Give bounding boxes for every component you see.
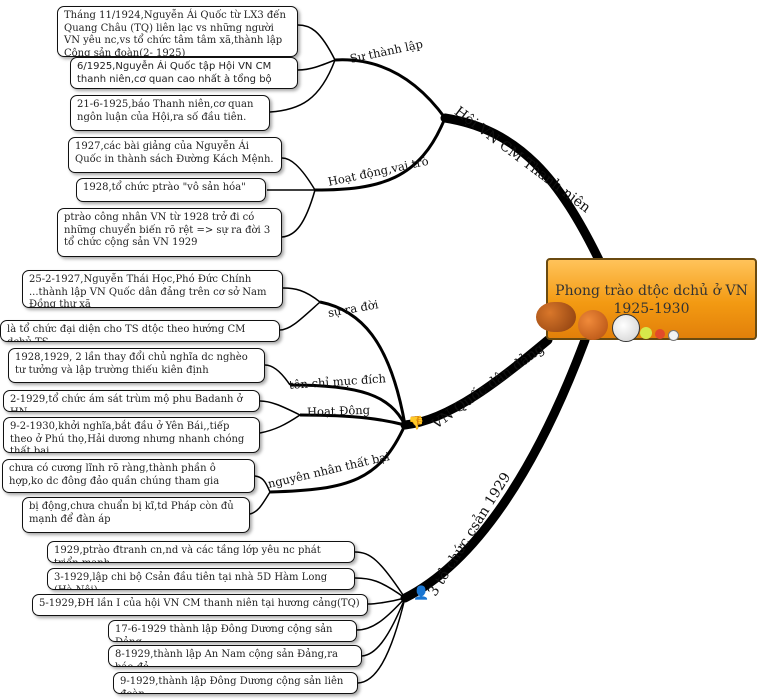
thumbs-down-icon: 👎 (408, 415, 425, 430)
note-box[interactable]: 6/1925,Nguyễn Ái Quốc tập Hội VN CM than… (70, 57, 298, 89)
note-box[interactable]: 9-1929,thành lập Đông Dương cộng sản liê… (113, 672, 358, 694)
note-box[interactable]: ptrào công nhân VN từ 1928 trở đi có nhữ… (57, 208, 282, 257)
soccer-ball-icon (612, 314, 640, 342)
person-icon: 👤 (413, 585, 430, 600)
basketball-icon (578, 310, 608, 340)
small-ball-icon (655, 329, 665, 339)
note-box[interactable]: bị động,chưa chuẩn bị kĩ,td Pháp còn đủ … (22, 497, 250, 533)
note-box[interactable]: Tháng 11/1924,Nguyễn Ái Quốc từ LX3 đến … (57, 6, 298, 57)
note-box[interactable]: 1927,các bài giảng của Nguyễn Ái Quốc in… (68, 137, 282, 173)
note-box[interactable]: 25-2-1927,Nguyễn Thái Học,Phó Đức Chính … (22, 270, 283, 308)
note-box[interactable]: 1928,1929, 2 lần thay đổi chủ nghĩa dc n… (8, 348, 265, 383)
note-box[interactable]: là tổ chức đại diện cho TS dtộc theo hướ… (0, 320, 280, 342)
note-box[interactable]: 1929,ptrào đtranh cn,nd và các tầng lớp … (47, 541, 355, 563)
note-box[interactable]: 3-1929,lập chi bộ Csản đầu tiên tại nhà … (47, 568, 355, 590)
note-box[interactable]: chưa có cương lĩnh rõ ràng,thành phần ô … (2, 459, 255, 493)
central-topic-title: Phong trào dtộc dchủ ở VN 1925-1930 (555, 283, 748, 317)
note-box[interactable]: 21-6-1925,báo Thanh niên,cơ quan ngôn lu… (70, 95, 270, 131)
sports-balls-icon (536, 302, 576, 332)
golf-ball-icon (668, 330, 679, 341)
note-box[interactable]: 17-6-1929 thành lập Đông Dương cộng sản … (108, 620, 357, 642)
note-box[interactable]: 9-2-1930,khởi nghĩa,bắt đầu ở Yên Bái,,t… (3, 417, 260, 453)
note-box[interactable]: 1928,tổ chức ptrào "vô sản hóa" (76, 178, 266, 202)
sub-label-hoat-dong: Hoạt Động (306, 402, 371, 419)
branch-line-csan (400, 335, 590, 603)
branch-line-vnqdd (400, 335, 553, 430)
branch-line-hoi (440, 113, 605, 267)
note-box[interactable]: 8-1929,thành lập An Nam cộng sản Đảng,ra… (108, 645, 362, 667)
note-box[interactable]: 2-1929,tổ chức ám sát trùm mộ phu Badanh… (3, 390, 260, 412)
tennis-ball-icon (640, 327, 652, 339)
note-box[interactable]: 5-1929,ĐH lần I của hội VN CM thanh niên… (32, 594, 368, 616)
